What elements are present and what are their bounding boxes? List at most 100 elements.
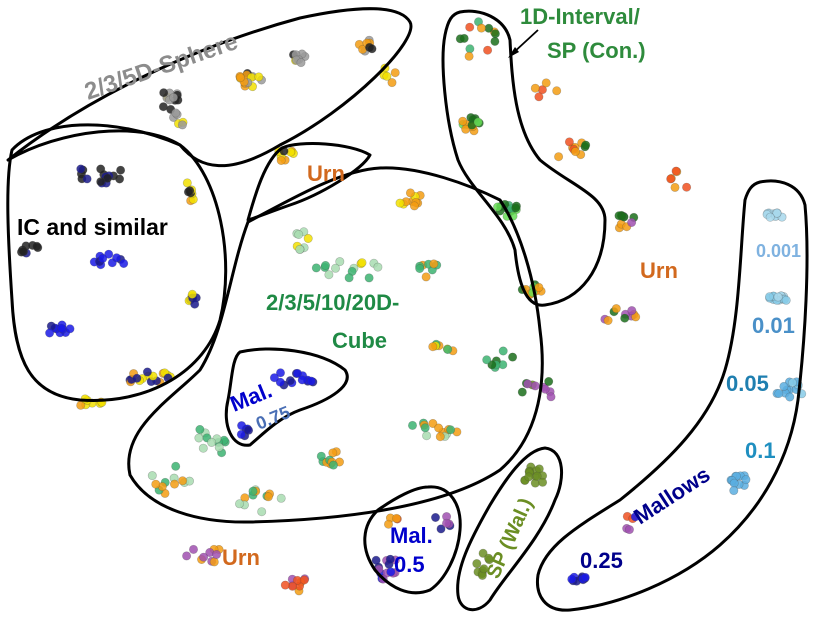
election-point: [214, 442, 224, 452]
election-point: [169, 93, 179, 103]
election-point: [772, 208, 782, 218]
election-point: [276, 156, 286, 166]
election-point: [254, 72, 264, 82]
election-point: [570, 147, 580, 157]
election-point: [171, 108, 181, 118]
election-point: [511, 203, 521, 213]
election-point: [428, 342, 438, 352]
election-point: [434, 423, 444, 433]
election-point: [670, 182, 680, 192]
election-point: [235, 499, 245, 509]
election-point: [478, 548, 488, 558]
election-point: [119, 258, 129, 268]
election-point: [183, 187, 193, 197]
mal05-region: [363, 485, 462, 595]
election-point: [395, 198, 405, 208]
election-point: [294, 230, 304, 240]
election-point: [671, 166, 681, 176]
election-point: [465, 22, 475, 32]
election-point: [729, 486, 739, 496]
election-point: [115, 174, 125, 184]
election-point: [371, 555, 381, 565]
election-point: [781, 295, 791, 305]
election-point: [611, 304, 621, 314]
label-mallows-005: 0.05: [726, 371, 769, 396]
election-point: [151, 479, 161, 489]
election-point: [564, 137, 574, 147]
election-point: [422, 431, 432, 441]
election-point: [580, 572, 590, 582]
election-point: [32, 241, 42, 251]
election-point: [532, 471, 542, 481]
election-point: [296, 58, 306, 68]
election-point: [390, 68, 400, 78]
election-point: [484, 553, 494, 563]
election-point: [765, 212, 775, 222]
election-point: [631, 312, 641, 322]
election-point: [476, 23, 486, 33]
election-point: [45, 328, 55, 338]
election-point: [303, 234, 313, 244]
election-point: [473, 117, 483, 127]
election-point: [104, 249, 114, 259]
election-point: [541, 78, 551, 88]
election-point: [147, 471, 157, 481]
mallows-region: [535, 179, 809, 612]
election-point: [446, 425, 456, 435]
election-point: [458, 116, 468, 126]
election-point: [275, 368, 285, 378]
election-point: [682, 182, 692, 192]
election-point: [624, 525, 634, 535]
election-point: [367, 44, 377, 54]
election-point: [316, 451, 326, 461]
election-point: [177, 120, 187, 130]
election-point: [627, 218, 637, 228]
election-point: [328, 448, 338, 458]
election-point: [182, 178, 192, 188]
election-point: [436, 524, 446, 534]
election-point: [409, 201, 419, 211]
election-point: [534, 92, 544, 102]
election-point: [391, 513, 401, 523]
election-point: [407, 420, 417, 430]
election-point: [373, 262, 383, 272]
election-point: [207, 437, 217, 447]
election-point: [328, 460, 338, 470]
election-point: [421, 272, 431, 282]
election-point: [487, 360, 497, 370]
election-point: [464, 51, 474, 61]
label-urn-bottom: Urn: [222, 545, 260, 570]
election-point: [116, 165, 126, 175]
election-point: [158, 102, 168, 112]
election-point: [630, 512, 640, 522]
election-point: [620, 313, 630, 323]
election-point: [479, 564, 489, 574]
election-point: [320, 260, 330, 270]
election-point: [248, 486, 258, 496]
label-mal05-line2: 0.5: [394, 552, 425, 577]
election-point: [546, 392, 556, 402]
election-point: [198, 443, 208, 453]
label-mallows-01: 0.1: [745, 438, 776, 463]
election-point: [295, 244, 305, 254]
election-point: [530, 381, 540, 391]
election-point: [82, 174, 92, 184]
election-point: [299, 575, 309, 585]
election-point: [483, 45, 493, 55]
election-point: [420, 423, 430, 433]
interval-pointer-head: [508, 47, 519, 58]
election-point: [236, 429, 246, 439]
urn-top-region: [246, 142, 372, 222]
election-point: [171, 461, 181, 471]
election-point: [311, 263, 321, 273]
election-point: [534, 282, 544, 292]
election-point: [244, 425, 254, 435]
election-point: [554, 152, 564, 162]
election-point: [405, 188, 415, 198]
election-point: [178, 476, 188, 486]
election-point: [385, 554, 395, 564]
election-point: [443, 344, 453, 354]
election-point: [517, 387, 527, 397]
election-point: [182, 551, 192, 561]
